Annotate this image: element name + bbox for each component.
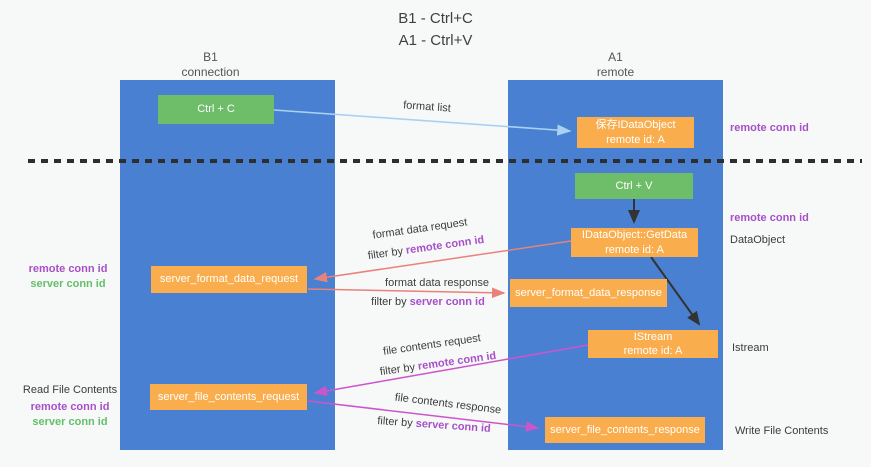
node-server-file-contents-response: server_file_contents_response (545, 417, 705, 443)
title-line-1: B1 - Ctrl+C (398, 10, 473, 27)
left-remote-conn-id: remote conn id (28, 263, 108, 275)
file-contents-response-label: file contents response (394, 391, 502, 417)
server-conn-id-text: server conn id (409, 296, 485, 308)
node-server-format-data-response: server_format_data_response (510, 279, 667, 307)
left-bottom-remote-conn-id: remote conn id (30, 401, 110, 413)
left-server-conn-id: server conn id (30, 277, 106, 290)
right-dataobject-label: DataObject (730, 234, 786, 246)
lane-b1-subtitle: connection (181, 65, 240, 79)
filter-by-text: filter by (379, 361, 416, 379)
node-istream: IStream remote id: A (588, 330, 718, 358)
node-ctrl-c: Ctrl + C (158, 95, 274, 124)
right-remote-conn-id-top: remote conn id (730, 122, 809, 134)
node-save-idataobject-line1: 保存IDataObject (595, 119, 676, 132)
right-write-file-contents-label: Write File Contents (735, 425, 829, 437)
node-server-file-contents-response-label: server_file_contents_response (550, 423, 700, 436)
left-read-file-contents-label: Read File Contents (22, 384, 118, 396)
node-ctrl-v-label: Ctrl + V (615, 179, 653, 192)
format-list-label: format list (402, 99, 452, 115)
node-save-idataobject: 保存IDataObject remote id: A (577, 117, 694, 148)
left-bottom-server-conn-id: server conn id (32, 415, 108, 428)
lane-a1-title: A1 (608, 50, 623, 64)
node-istream-line2: remote id: A (623, 345, 683, 357)
lane-header-b1: B1 connection (103, 50, 318, 80)
node-getdata-line2: remote id: A (605, 243, 664, 256)
left-bottom-conn-id-group: remote conn id server conn id (20, 400, 120, 430)
left-conn-id-group: remote conn id server conn id (18, 262, 118, 292)
node-save-idataobject-line2: remote id: A (606, 133, 665, 146)
node-server-format-data-request-label: server_format_data_request (159, 273, 299, 286)
node-server-file-contents-request-label: server_file_contents_request (157, 390, 300, 403)
server-conn-id-text: server conn id (415, 417, 492, 435)
node-server-format-data-request: server_format_data_request (151, 266, 307, 293)
lane-header-a1: A1 remote (508, 50, 723, 80)
node-getdata-line1: IDataObject::GetData (581, 229, 688, 242)
format-data-response-label: format data response (385, 277, 489, 289)
filter-by-text: filter by (371, 296, 407, 308)
diagram-title: B1 - Ctrl+C A1 - Ctrl+V (0, 8, 871, 52)
lane-b1-title: B1 (203, 50, 218, 64)
node-server-format-data-response-label: server_format_data_response (515, 286, 662, 299)
node-idataobject-getdata: IDataObject::GetData remote id: A (571, 228, 698, 257)
node-server-file-contents-request: server_file_contents_request (150, 384, 307, 410)
remote-conn-id-text: remote conn id (405, 233, 485, 257)
node-ctrl-c-label: Ctrl + C (197, 103, 235, 116)
filter-by-text: filter by (376, 415, 414, 430)
filter-by-text: filter by (367, 245, 404, 263)
node-ctrl-v: Ctrl + V (575, 173, 693, 199)
format-data-response-arrow (307, 287, 506, 299)
right-istream-label: Istream (732, 342, 769, 354)
title-line-2: A1 - Ctrl+V (398, 31, 473, 49)
node-istream-line1: IStream (633, 330, 673, 343)
remote-conn-id-text: remote conn id (417, 349, 497, 373)
right-remote-conn-id-mid: remote conn id (730, 212, 809, 224)
lane-a1-subtitle: remote (596, 65, 635, 79)
